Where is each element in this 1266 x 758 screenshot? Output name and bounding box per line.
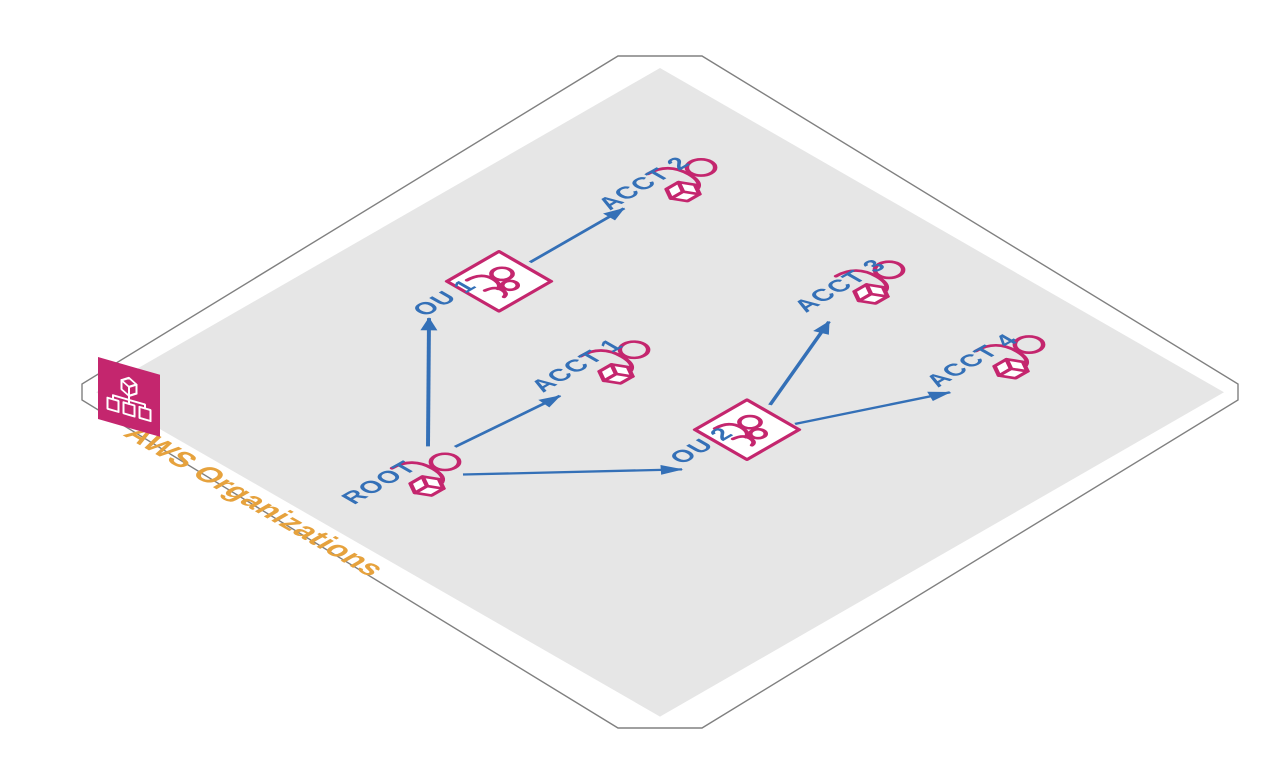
edge-ou2-acct4 [794, 391, 952, 425]
aws-organizations-icon [106, 376, 152, 423]
edge-root-acct1 [453, 394, 562, 448]
edge-root-ou2 [462, 464, 684, 476]
aws-organizations-badge [98, 357, 160, 437]
edge-ou2-acct3 [768, 320, 831, 406]
edge-root-ou1 [420, 317, 438, 447]
edges-group [420, 207, 952, 476]
edge-ou1-acct2 [528, 207, 626, 264]
